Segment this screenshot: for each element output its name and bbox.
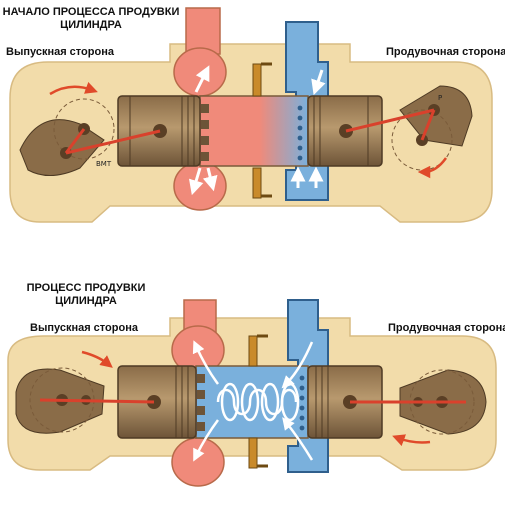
panel-top-title: НАЧАЛО ПРОЦЕССА ПРОДУВКИ ЦИЛИНДРА: [2, 6, 180, 32]
right-crank: [350, 369, 487, 447]
panel-bottom: [7, 299, 497, 487]
scavenge-piston: [307, 365, 383, 439]
fuel-injector: [248, 334, 268, 469]
scavenge-ports: [297, 105, 303, 161]
exhaust-ports: [197, 374, 205, 431]
panel-bottom-title: ПРОЦЕСС ПРОДУВКИ ЦИЛИНДРА: [4, 282, 168, 308]
crank-mark-right: Р: [438, 94, 442, 102]
panel-top-title-line2: ЦИЛИНДРА: [60, 19, 122, 31]
panel-top-title-line1: НАЧАЛО ПРОЦЕССА ПРОДУВКИ: [2, 6, 180, 18]
left-crank: [15, 350, 155, 434]
exhaust-piston: [117, 365, 197, 439]
scavenge-ports: [299, 375, 305, 431]
panel-top-right-label: Продувочная сторона: [386, 46, 505, 58]
panel-top: ВМТ Р: [9, 7, 493, 223]
crank-mark-left: ВМТ: [96, 160, 112, 168]
panel-bottom-title-line1: ПРОЦЕСС ПРОДУВКИ: [26, 282, 146, 294]
flow-arrows: [192, 340, 314, 462]
right-crank: Р: [345, 85, 473, 179]
panel-bottom-left-label: Выпускная сторона: [30, 322, 138, 334]
exhaust-ports: [201, 104, 209, 161]
left-crank: ВМТ: [19, 81, 161, 176]
cylinder-gas: [199, 95, 309, 167]
fuel-injector: [252, 62, 272, 199]
panel-bottom-right-label: Продувочная сторона: [388, 322, 505, 334]
panel-bottom-title-line2: ЦИЛИНДРА: [55, 295, 117, 307]
scavenge-piston: [307, 95, 383, 167]
panel-top-left-label: Выпускная сторона: [6, 46, 114, 58]
